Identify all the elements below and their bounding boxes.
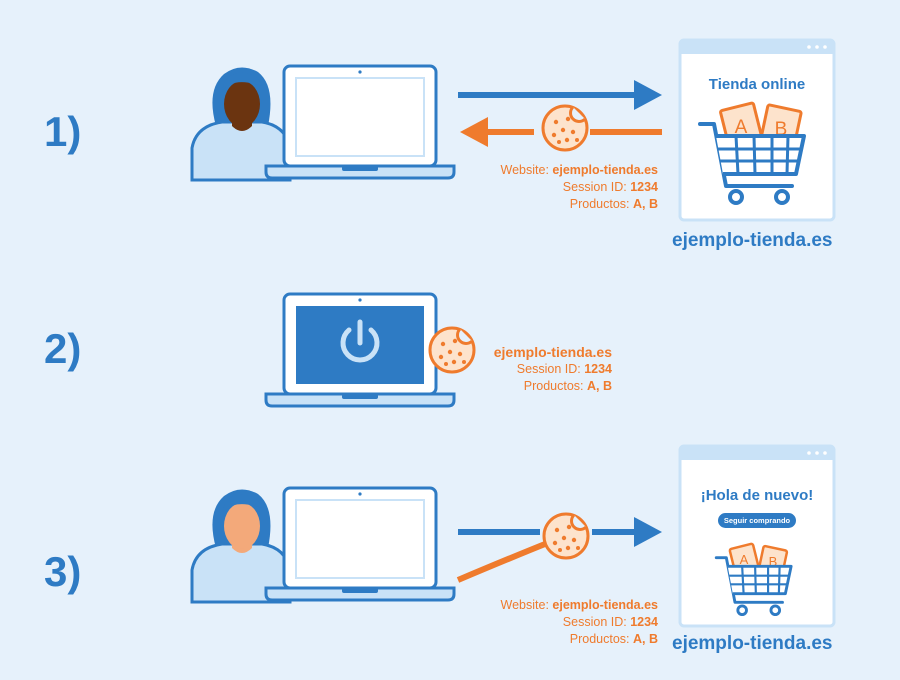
- website-value-1: ejemplo-tienda.es: [552, 163, 658, 177]
- box-a-label-1: A: [735, 117, 748, 138]
- step-number-3: 3): [44, 548, 82, 595]
- website-label-1: Website:: [500, 163, 553, 177]
- session-value-3: 1234: [630, 615, 658, 629]
- step-number-1: 1): [44, 108, 82, 155]
- cookie-info-2: ejemplo-tienda.es Session ID: 1234 Produ…: [440, 344, 612, 395]
- laptop-2-closed: [264, 292, 456, 408]
- products-label-3: Productos:: [569, 632, 633, 646]
- request-arrow-head-1: [634, 80, 662, 110]
- request-arrow-head-3: [634, 517, 662, 547]
- user-3-figure: [190, 489, 292, 604]
- products-value-3: A, B: [633, 632, 658, 646]
- shop-domain-1: ejemplo-tienda.es: [672, 230, 833, 251]
- cookie-icon-3: [542, 512, 590, 560]
- website-value-2: ejemplo-tienda.es: [493, 344, 612, 360]
- laptop-3: [264, 486, 456, 602]
- shop-window-3: [678, 444, 836, 628]
- box-b-label-3: B: [769, 554, 778, 569]
- session-label-1: Session ID:: [562, 180, 631, 194]
- box-a-label-3: A: [740, 552, 749, 567]
- products-label-1: Productos:: [569, 197, 633, 211]
- laptop-1: [264, 64, 456, 180]
- user-1-figure: [190, 67, 292, 182]
- products-value-1: A, B: [633, 197, 658, 211]
- cookie-info-3: Website: ejemplo-tienda.es Session ID: 1…: [440, 597, 658, 648]
- shop-title-1: Tienda online: [708, 76, 806, 93]
- products-label-2: Productos:: [523, 379, 587, 393]
- website-label-3: Website:: [500, 598, 553, 612]
- session-label-3: Session ID:: [562, 615, 631, 629]
- cookie-arrow-head-1: [460, 117, 488, 147]
- session-value-2: 1234: [584, 362, 612, 376]
- website-value-3: ejemplo-tienda.es: [552, 598, 658, 612]
- shop-title-3: ¡Hola de nuevo!: [700, 487, 814, 504]
- cookie-info-1: Website: ejemplo-tienda.es Session ID: 1…: [440, 162, 658, 213]
- cookie-send-curve-3: [456, 539, 552, 583]
- cookie-icon-1: [541, 104, 589, 152]
- products-value-2: A, B: [587, 379, 612, 393]
- step-number-2: 2): [44, 325, 82, 372]
- session-label-2: Session ID:: [516, 362, 585, 376]
- continue-shopping-button[interactable]: Seguir comprando: [718, 513, 796, 528]
- shop-domain-3: ejemplo-tienda.es: [672, 633, 833, 654]
- power-icon: [340, 319, 380, 363]
- session-value-1: 1234: [630, 180, 658, 194]
